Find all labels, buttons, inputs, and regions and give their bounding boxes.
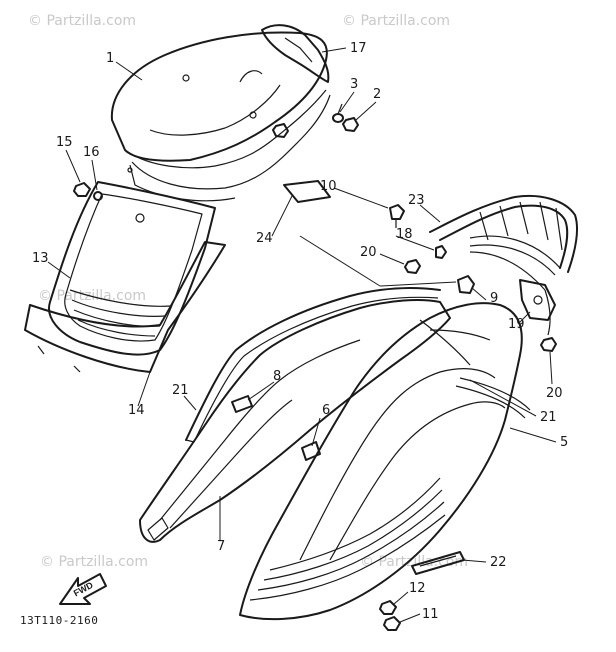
callout-23[interactable]: 23 bbox=[408, 193, 425, 208]
callout-17[interactable]: 17 bbox=[350, 41, 367, 56]
callout-3[interactable]: 3 bbox=[350, 77, 358, 92]
part-11-screw[interactable] bbox=[383, 616, 401, 631]
callout-13[interactable]: 13 bbox=[32, 251, 49, 266]
watermark-text: © Partzilla.com bbox=[342, 13, 450, 29]
callout-15[interactable]: 15 bbox=[56, 135, 73, 150]
callout-labels: 1 17 32 15 16 10 23 24 18 20 13 9 19 20 8 21 14 21 6 5 7 22 12… bbox=[32, 41, 568, 622]
diagram-code: 13T110-2160 bbox=[20, 614, 98, 627]
part-9-clip[interactable] bbox=[457, 275, 475, 294]
callout-7[interactable]: 7 bbox=[217, 539, 225, 554]
callout-5[interactable]: 5 bbox=[560, 435, 568, 450]
callout-8[interactable]: 8 bbox=[273, 369, 281, 384]
part-6-decal[interactable] bbox=[301, 441, 321, 461]
fwd-arrow-icon: FWD bbox=[59, 573, 107, 605]
callout-11[interactable]: 11 bbox=[422, 607, 439, 622]
part-15-screw[interactable] bbox=[73, 182, 91, 197]
callout-14[interactable]: 14 bbox=[128, 403, 145, 418]
part-16-washer[interactable] bbox=[93, 191, 103, 201]
callout-12[interactable]: 12 bbox=[409, 581, 426, 596]
watermark-layer: © Partzilla.com © Partzilla.com © Partzill… bbox=[28, 13, 468, 570]
part-23-grab-rail[interactable] bbox=[429, 194, 578, 336]
part-2-nut[interactable] bbox=[342, 117, 359, 132]
part-18-bolt[interactable] bbox=[435, 245, 447, 259]
part-19-hinge[interactable] bbox=[519, 279, 556, 321]
callout-6[interactable]: 6 bbox=[322, 403, 330, 418]
callout-20b[interactable]: 20 bbox=[546, 386, 563, 401]
callout-2[interactable]: 2 bbox=[373, 87, 381, 102]
callout-16[interactable]: 16 bbox=[83, 145, 100, 160]
watermark-text: © Partzilla.com bbox=[28, 13, 136, 29]
part-front-cover[interactable] bbox=[110, 31, 331, 202]
callout-21a[interactable]: 21 bbox=[172, 383, 189, 398]
callout-10[interactable]: 10 bbox=[320, 179, 337, 194]
part-21-trim-strip-right[interactable] bbox=[455, 377, 531, 419]
watermark-text: © Partzilla.com bbox=[40, 554, 148, 570]
part-10-fastener[interactable] bbox=[389, 204, 405, 228]
callout-9[interactable]: 9 bbox=[490, 291, 498, 306]
part-7-left-side-cover[interactable] bbox=[139, 299, 451, 543]
part-bolt-center[interactable] bbox=[272, 123, 289, 138]
callout-20a[interactable]: 20 bbox=[360, 245, 377, 260]
part-17-bracket[interactable] bbox=[261, 24, 330, 83]
part-20-nut-upper[interactable] bbox=[404, 259, 421, 274]
leader-lines bbox=[47, 47, 557, 623]
part-5-right-side-cover[interactable] bbox=[239, 302, 523, 621]
part-12-washer[interactable] bbox=[379, 600, 397, 615]
part-14-lower-apron[interactable] bbox=[24, 241, 226, 373]
callout-21b[interactable]: 21 bbox=[540, 410, 557, 425]
callout-18[interactable]: 18 bbox=[396, 227, 413, 242]
part-3-screw[interactable] bbox=[332, 103, 344, 123]
part-20-nut-lower[interactable] bbox=[540, 337, 557, 352]
part-24-pad[interactable] bbox=[283, 180, 331, 203]
part-21-trim-strip[interactable] bbox=[185, 287, 441, 443]
callout-1[interactable]: 1 bbox=[106, 51, 114, 66]
callout-19[interactable]: 19 bbox=[508, 317, 525, 332]
callout-22[interactable]: 22 bbox=[490, 555, 507, 570]
part-8-decal[interactable] bbox=[231, 395, 253, 413]
callout-24[interactable]: 24 bbox=[256, 231, 273, 246]
